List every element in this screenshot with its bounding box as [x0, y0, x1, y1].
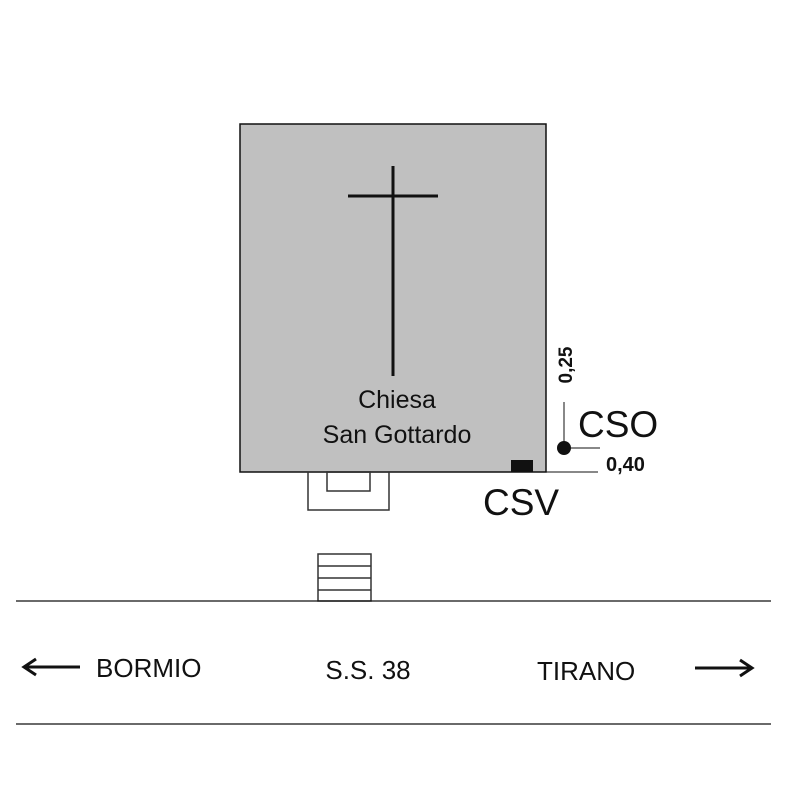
destination-tirano: TIRANO: [537, 656, 635, 686]
porch: [307, 471, 390, 511]
csv-label: CSV: [483, 482, 559, 523]
dimension-0-25: 0,25: [556, 346, 577, 383]
cross-icon: [348, 166, 438, 376]
arrow-left-icon: [21, 657, 80, 677]
cso-label: CSO: [578, 404, 658, 445]
church-name-line2: San Gottardo: [323, 421, 472, 449]
dimension-0-40: 0,40: [606, 454, 645, 476]
destination-bormio: BORMIO: [96, 653, 201, 683]
arrow-right-icon: [695, 658, 755, 678]
steps: [317, 553, 372, 602]
road-name: S.S. 38: [325, 655, 410, 685]
csv-marker: [511, 460, 533, 472]
cso-marker: [557, 441, 571, 455]
church-name-line1: Chiesa: [358, 386, 436, 414]
